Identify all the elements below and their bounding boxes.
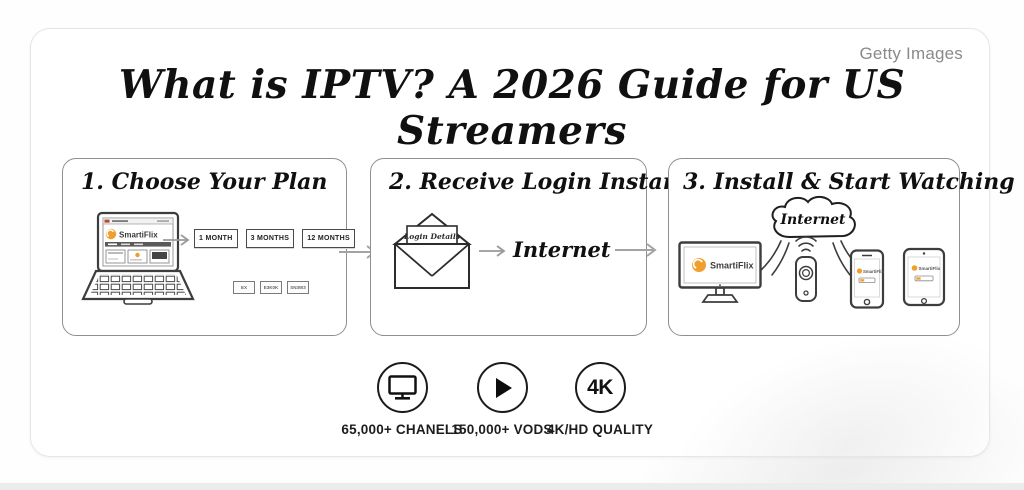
bottom-strip	[0, 483, 1024, 490]
step-panel-choose-plan: 1. Choose Your Plan SmartiFlix	[62, 158, 355, 336]
smartphone-illustration: SmartiFlix	[849, 249, 884, 309]
tv-illustration: SmartiFlix	[678, 241, 762, 303]
internet-cloud-illustration: Internet	[771, 196, 856, 239]
tv-icon	[387, 375, 417, 400]
brand-name: SmartiFlix	[919, 266, 941, 271]
feature-icon-circle	[476, 362, 528, 413]
plan-option: 1 MONTH	[194, 229, 238, 248]
tablet-illustration: SmartiFlix	[902, 247, 946, 307]
envelope-label: Login Details	[403, 232, 461, 241]
page-title: What is IPTV? A 2026 Guide for US Stream…	[118, 62, 906, 154]
cloud-label: Internet	[779, 212, 846, 228]
brand-logo	[856, 268, 863, 274]
streaming-stick-illustration	[795, 236, 817, 302]
plan-option: 12 MONTHS	[302, 229, 355, 248]
feature-icon-circle	[376, 362, 428, 413]
wifi-icon	[795, 236, 817, 252]
brand-logo	[911, 265, 918, 271]
feature-label: 150,000+ VODS	[451, 422, 553, 437]
feature-quality: 4K 4K/HD QUALITY	[538, 362, 662, 437]
step-panel-install-watch: 3. Install & Start Watching Internet Sma…	[668, 158, 1015, 336]
plan-option: 3 MONTHS	[245, 229, 295, 248]
step-heading: 2. Receive Login Instantly	[389, 169, 711, 195]
laptop-screen: SmartiFlix	[96, 211, 180, 273]
laptop-illustration: SmartiFlix	[81, 211, 195, 305]
getty-watermark: Getty Images	[859, 44, 963, 63]
feature-label: 4K/HD QUALITY	[546, 422, 654, 437]
feature-channels: 65,000+ CHANELS	[340, 362, 464, 437]
step-heading: 3. Install & Start Watching	[683, 169, 1015, 195]
brand-name: SmartiFlix	[863, 269, 884, 274]
4k-icon: 4K	[587, 375, 613, 399]
feature-vods: 150,000+ VODS	[440, 362, 564, 437]
brand-name: SmartiFlix	[710, 261, 754, 271]
feature-label: 65,000+ CHANELS	[341, 422, 463, 437]
plan-sub-option: EX	[233, 281, 255, 294]
plan-sub-option: E3K0K	[260, 281, 282, 294]
step-heading: 1. Choose Your Plan	[81, 169, 328, 195]
browser-logo-dot	[104, 219, 110, 223]
internet-label: Internet	[513, 237, 611, 262]
arrow-icon	[163, 234, 190, 246]
step-panel-receive-login: 2. Receive Login Instantly Login Details…	[370, 158, 710, 336]
envelope-illustration: Login Details	[392, 212, 472, 289]
plan-sub-option: SN3W3	[287, 281, 309, 294]
feature-icon-circle: 4K	[574, 362, 626, 413]
play-icon	[496, 377, 512, 398]
brand-name: SmartiFlix	[119, 231, 158, 240]
arrow-icon	[479, 245, 506, 257]
laptop-base	[81, 269, 195, 305]
plan-options: 1 MONTH 3 MONTHS 12 MONTHS	[194, 229, 355, 248]
arrow-icon	[615, 243, 657, 257]
plan-sub-options: EX E3K0K SN3W3	[233, 281, 309, 294]
